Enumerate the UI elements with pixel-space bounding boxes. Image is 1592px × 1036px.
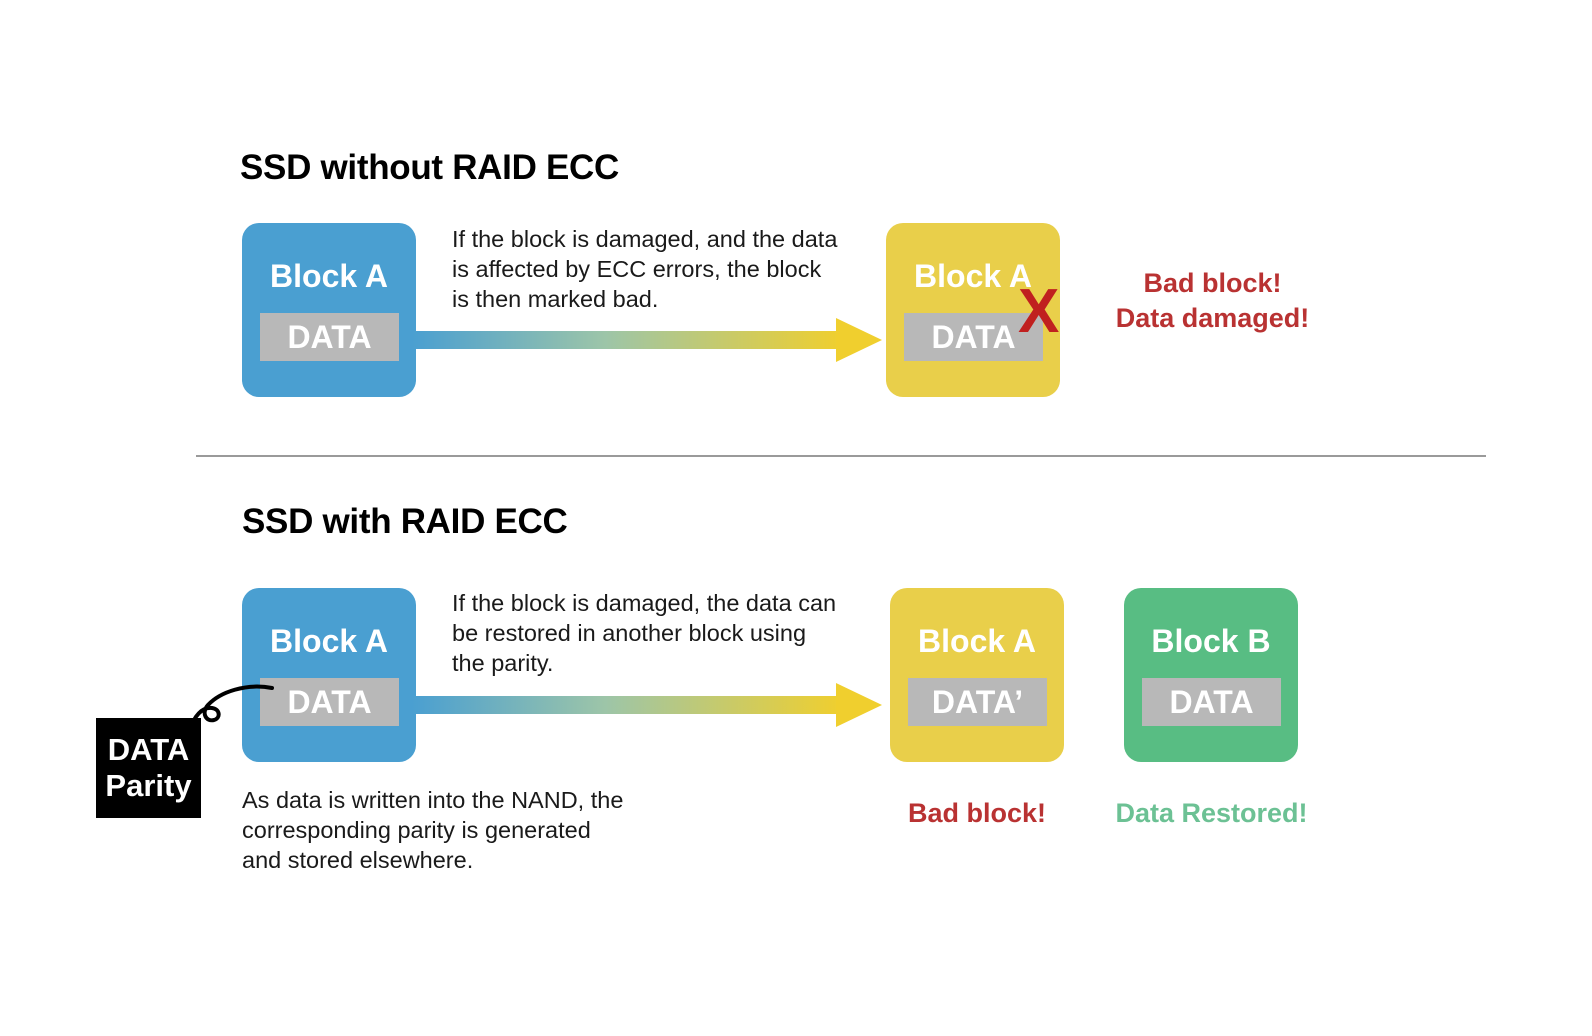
bad-block-x-icon: X xyxy=(1018,277,1060,346)
data-flow-arrow-section1 xyxy=(412,318,882,362)
block-title: Block A xyxy=(270,623,388,659)
data-bar: DATA’ xyxy=(908,678,1047,726)
block-title: Block B xyxy=(1151,623,1271,659)
data-bar-label: DATA xyxy=(1169,684,1254,720)
data-bar: DATA xyxy=(260,678,399,726)
source-block-a-section2: Block A DATA xyxy=(242,588,416,762)
data-parity-callout: DATA Parity xyxy=(96,718,201,818)
status-bad-block-section2: Bad block! xyxy=(907,798,1047,828)
data-bar: DATA xyxy=(260,313,399,361)
callout-line-1: DATA xyxy=(107,732,190,767)
status-bad-block-data-damaged: Bad block! Data damaged! xyxy=(1115,268,1310,333)
description-without-raid-ecc: If the block is damaged, and the data is… xyxy=(452,226,838,312)
data-bar-label: DATA xyxy=(287,319,372,355)
status-data-restored: Data Restored! xyxy=(1115,798,1308,828)
callout-line-2: Parity xyxy=(105,768,192,803)
block-title: Block A xyxy=(914,258,1032,294)
block-title: Block A xyxy=(918,623,1036,659)
section-divider xyxy=(196,455,1486,457)
result-block-a-section1: Block A DATA xyxy=(886,223,1060,397)
data-bar-label: DATA xyxy=(287,684,372,720)
result-block-a-section2: Block A DATA’ xyxy=(890,588,1064,762)
data-bar: DATA xyxy=(904,313,1043,361)
block-title: Block A xyxy=(270,258,388,294)
section-title-without-raid-ecc: SSD without RAID ECC xyxy=(240,148,619,187)
parity-callout-connector xyxy=(188,684,274,732)
data-bar-label: DATA xyxy=(931,319,1016,355)
data-flow-arrow-section2 xyxy=(412,683,882,727)
source-block-a-section1: Block A DATA xyxy=(242,223,416,397)
data-bar-label: DATA’ xyxy=(931,684,1024,720)
note-parity-generation: As data is written into the NAND, the co… xyxy=(242,787,624,873)
result-block-b-section2: Block B DATA xyxy=(1124,588,1298,762)
data-bar: DATA xyxy=(1142,678,1281,726)
section-title-with-raid-ecc: SSD with RAID ECC xyxy=(242,502,568,541)
description-with-raid-ecc: If the block is damaged, the data can be… xyxy=(452,590,837,676)
